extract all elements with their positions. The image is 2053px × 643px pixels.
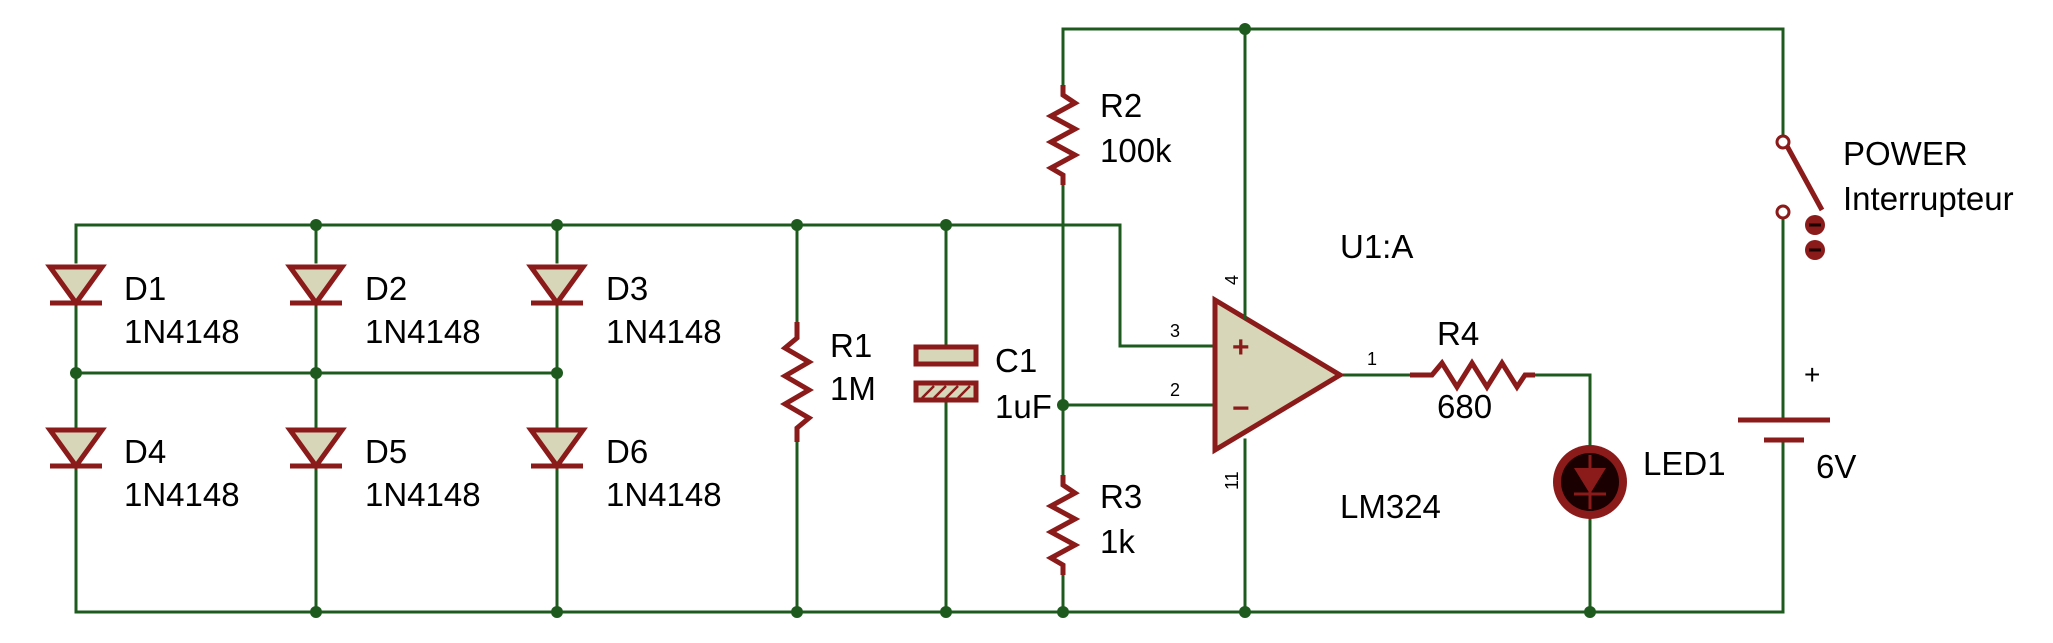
junction-dot xyxy=(310,219,322,231)
label-r4-ref: R4 xyxy=(1437,315,1479,352)
battery-6v xyxy=(1738,417,1830,443)
label-d6-value: 1N4148 xyxy=(606,476,722,513)
diode-d3 xyxy=(526,264,588,308)
junctions xyxy=(70,23,1596,618)
label-d3-ref: D3 xyxy=(606,270,648,307)
label-u1-value: LM324 xyxy=(1340,488,1441,525)
label-d4-ref: D4 xyxy=(124,433,166,470)
label-c1-value: 1uF xyxy=(995,388,1052,425)
label-battery-polarity: + xyxy=(1804,359,1820,390)
junction-dot xyxy=(310,606,322,618)
diode-d2 xyxy=(285,264,347,308)
resistor-r3 xyxy=(1045,475,1081,575)
opamp-minus-sign: − xyxy=(1232,392,1250,425)
opamp-plus-sign: + xyxy=(1232,331,1250,364)
pin-number-gnd: 11 xyxy=(1222,471,1242,490)
pin-number-noninv: 3 xyxy=(1170,321,1180,341)
pin-number-vcc: 4 xyxy=(1222,275,1242,285)
label-r2-value: 100k xyxy=(1100,132,1172,169)
switch-power[interactable] xyxy=(1775,134,1825,260)
junction-dot xyxy=(70,367,82,379)
resistor-r1 xyxy=(780,322,814,442)
junction-dot xyxy=(1239,606,1251,618)
label-d5-value: 1N4148 xyxy=(365,476,481,513)
junction-dot xyxy=(1239,23,1251,35)
label-r3-ref: R3 xyxy=(1100,478,1142,515)
label-switch-value: Interrupteur xyxy=(1843,180,2014,217)
junction-dot xyxy=(791,219,803,231)
junction-dot xyxy=(1584,606,1596,618)
diode-d6 xyxy=(526,427,588,471)
capacitor-plate-positive xyxy=(913,344,979,367)
label-d2-ref: D2 xyxy=(365,270,407,307)
junction-dot xyxy=(1057,399,1069,411)
label-r1-ref: R1 xyxy=(830,327,872,364)
junction-dot xyxy=(940,606,952,618)
label-d2-value: 1N4148 xyxy=(365,313,481,350)
label-d3-value: 1N4148 xyxy=(606,313,722,350)
resistor-r4 xyxy=(1410,358,1535,392)
junction-dot xyxy=(1057,606,1069,618)
label-d6-ref: D6 xyxy=(606,433,648,470)
label-d4-value: 1N4148 xyxy=(124,476,240,513)
label-r2-ref: R2 xyxy=(1100,87,1142,124)
label-r3-value: 1k xyxy=(1100,523,1135,560)
junction-dot xyxy=(940,219,952,231)
label-led1-ref: LED1 xyxy=(1643,445,1726,482)
resistor-r2 xyxy=(1045,85,1081,185)
label-switch-ref: POWER xyxy=(1843,135,1968,172)
label-r1-value: 1M xyxy=(830,370,876,407)
junction-dot xyxy=(791,606,803,618)
junction-dot xyxy=(551,219,563,231)
label-d1-ref: D1 xyxy=(124,270,166,307)
label-battery-value: 6V xyxy=(1816,448,1856,485)
label-d1-value: 1N4148 xyxy=(124,313,240,350)
opamp-triangle xyxy=(1212,295,1345,455)
label-r4-value: 680 xyxy=(1437,388,1492,425)
label-c1-ref: C1 xyxy=(995,342,1037,379)
diode-d4 xyxy=(45,427,107,471)
wires xyxy=(74,27,1785,614)
diode-d5 xyxy=(285,427,347,471)
pin-number-out: 1 xyxy=(1367,349,1377,369)
junction-dot xyxy=(310,367,322,379)
label-d5-ref: D5 xyxy=(365,433,407,470)
led-led1 xyxy=(1553,445,1627,519)
pin-number-inv: 2 xyxy=(1170,380,1180,400)
junction-dot xyxy=(551,606,563,618)
capacitor-c1 xyxy=(913,344,979,403)
diode-d1 xyxy=(45,264,107,308)
opamp-u1: + − xyxy=(1212,295,1345,455)
label-u1-ref: U1:A xyxy=(1340,228,1413,265)
junction-dot xyxy=(551,367,563,379)
